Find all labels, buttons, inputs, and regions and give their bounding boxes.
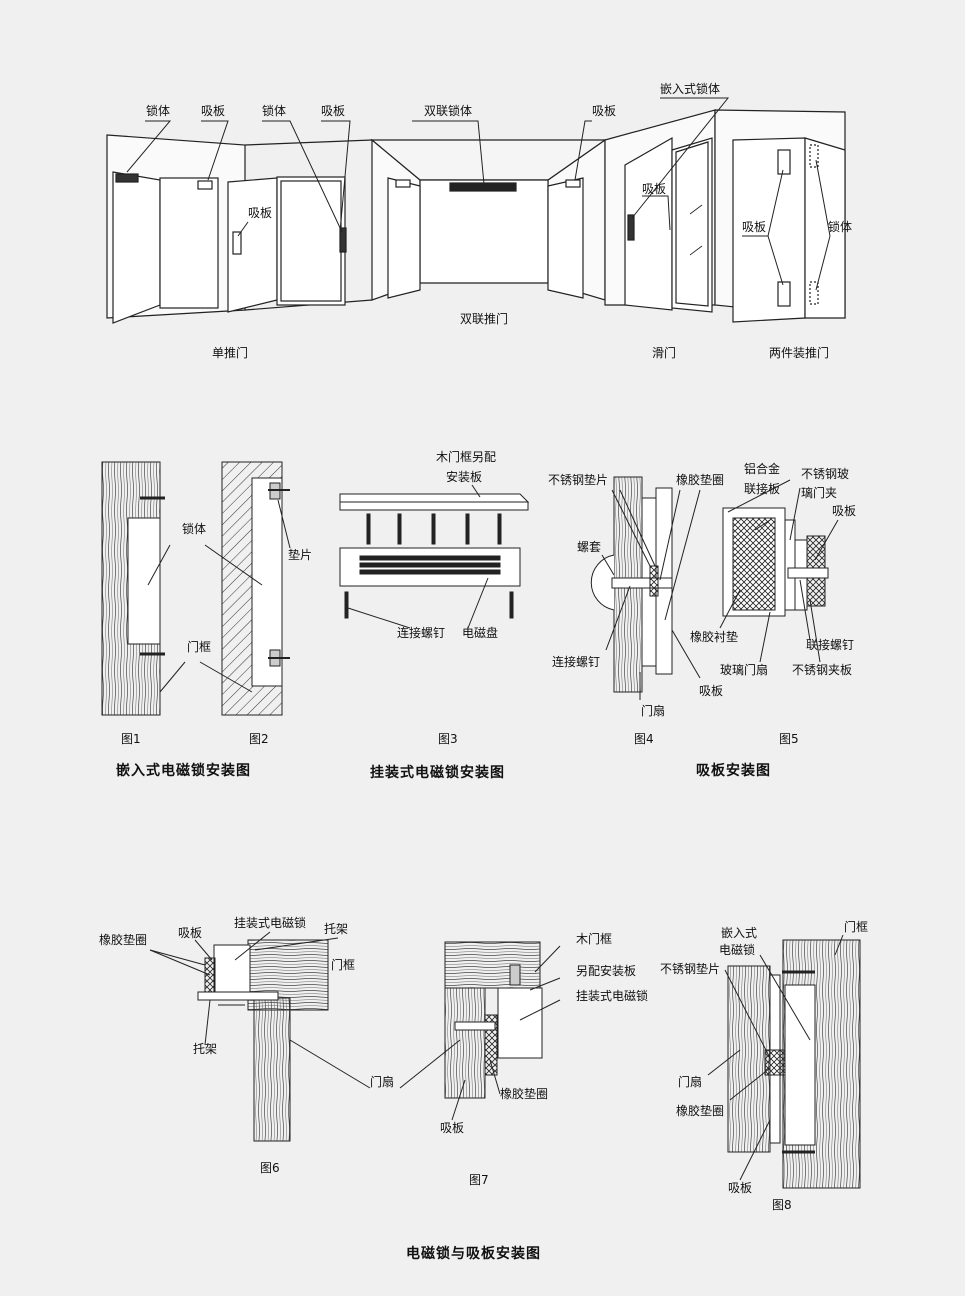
label-wood-frame-7: 木门框: [576, 932, 613, 946]
label-door-frame-8: 门框: [844, 920, 869, 934]
label-armature-8: 吸板: [728, 1181, 753, 1195]
label-armature: 吸板: [699, 684, 724, 698]
label-shim: 垫片: [288, 548, 313, 562]
label-armature-1: 吸板: [201, 104, 226, 118]
label-ss-glass: 不锈钢玻: [801, 467, 850, 481]
label-ss-clamp: 不锈钢夹板: [792, 663, 853, 677]
label-surface-lock: 挂装式电磁锁: [234, 916, 307, 930]
label-double-lock: 双联锁体: [424, 104, 473, 118]
label-door-frame-6: 门框: [331, 958, 356, 972]
title-surface: 挂装式电磁锁安装图: [370, 765, 505, 781]
title-armature: 吸板安装图: [696, 763, 771, 779]
label-armature-5: 吸板: [742, 220, 767, 234]
fig-3-label: 图3: [438, 732, 458, 746]
fig8-drawing: [727, 939, 861, 1189]
label-al-alloy: 铝合金: [744, 462, 781, 476]
label-rubber-pad: 橡胶衬垫: [690, 630, 739, 644]
label-sleeve: 螺套: [577, 540, 602, 554]
fig1-drawing: [101, 461, 165, 716]
label-armature-3: 吸板: [592, 104, 617, 118]
label-armature-door: 吸板: [248, 206, 273, 220]
fig-6-label: 图6: [260, 1161, 280, 1175]
label-armature-4: 吸板: [642, 182, 667, 196]
label-armature-fig5: 吸板: [832, 504, 857, 518]
label-bracket-2: 托架: [193, 1042, 218, 1056]
label-lock-body-1: 锁体: [146, 104, 171, 118]
label-surface-lock-7: 挂装式电磁锁: [576, 989, 649, 1003]
caption-double-push: 双联推门: [460, 312, 509, 326]
fig-7-label: 图7: [469, 1173, 489, 1187]
fig7-drawing: [444, 941, 543, 1099]
fig12-leaders: [147, 499, 291, 693]
fig8-leaders: [707, 934, 844, 1181]
title-embedded: 嵌入式电磁锁安装图: [116, 763, 251, 779]
label-mount-plate: 安装板: [446, 470, 483, 484]
label-embedded-1: 嵌入式: [721, 926, 758, 940]
label-armature-2: 吸板: [321, 104, 346, 118]
label-bracket: 托架: [324, 922, 349, 936]
label-door-frame: 门框: [187, 640, 212, 654]
label-armature-fig7: 吸板: [440, 1121, 465, 1135]
label-glass-clamp: 璃门夹: [801, 486, 838, 500]
fig-4-label: 图4: [634, 732, 654, 746]
caption-two-piece: 两件装推门: [769, 346, 830, 360]
label-wood-frame: 木门框另配: [436, 450, 497, 464]
label-lock-body-3: 锁体: [828, 220, 853, 234]
fig4-leaders: [601, 489, 701, 700]
label-rubber-ring-6: 橡胶垫圈: [99, 933, 148, 947]
fig7-leaders: [399, 945, 561, 1121]
label-embedded-lock: 嵌入式锁体: [660, 82, 721, 96]
label-extra-plate: 另配安装板: [576, 964, 637, 978]
label-glass-leaf: 玻璃门扇: [720, 663, 769, 677]
fig-5-label: 图5: [779, 732, 799, 746]
label-connect-screw-2: 连接螺钉: [552, 655, 601, 669]
fig-8-label: 图8: [772, 1198, 792, 1212]
label-rubber-ring: 橡胶垫圈: [676, 473, 725, 487]
fig5-leaders: [719, 479, 839, 663]
label-rubber-ring-7: 橡胶垫圈: [500, 1087, 549, 1101]
label-rubber-ring-8: 橡胶垫圈: [676, 1104, 725, 1118]
fig5-drawing: [722, 507, 829, 617]
label-lock-body-2: 锁体: [262, 104, 287, 118]
room-scene: [106, 109, 846, 324]
label-link-plate: 联接板: [744, 482, 781, 496]
caption-single-push: 单推门: [212, 346, 249, 360]
fig-2-label: 图2: [249, 732, 269, 746]
label-link-screw: 联接螺钉: [806, 638, 855, 652]
fig-1-label: 图1: [121, 732, 141, 746]
label-ss-shim: 不锈钢垫片: [548, 473, 609, 487]
label-door-leaf-6: 门扇: [370, 1075, 395, 1089]
caption-sliding: 滑门: [652, 346, 677, 360]
label-embedded-2: 电磁锁: [719, 943, 756, 957]
label-lock-body: 锁体: [182, 522, 207, 536]
title-bottom: 电磁锁与吸板安装图: [406, 1246, 541, 1262]
label-em-plate: 电磁盘: [462, 626, 499, 640]
fig6-leaders: [149, 931, 371, 1089]
fig4-drawing: [590, 476, 673, 693]
fig2-drawing: [221, 461, 290, 716]
top-leaders: [126, 97, 831, 291]
label-door-leaf-8: 门扇: [678, 1075, 703, 1089]
label-armature-6: 吸板: [178, 926, 203, 940]
label-ss-shim-8: 不锈钢垫片: [660, 962, 721, 976]
label-connect-screw: 连接螺钉: [397, 626, 446, 640]
fig6-drawing: [197, 939, 329, 1142]
fig3-drawing: [339, 493, 530, 619]
fig3-leaders: [347, 484, 489, 629]
label-door-leaf: 门扇: [641, 704, 666, 718]
